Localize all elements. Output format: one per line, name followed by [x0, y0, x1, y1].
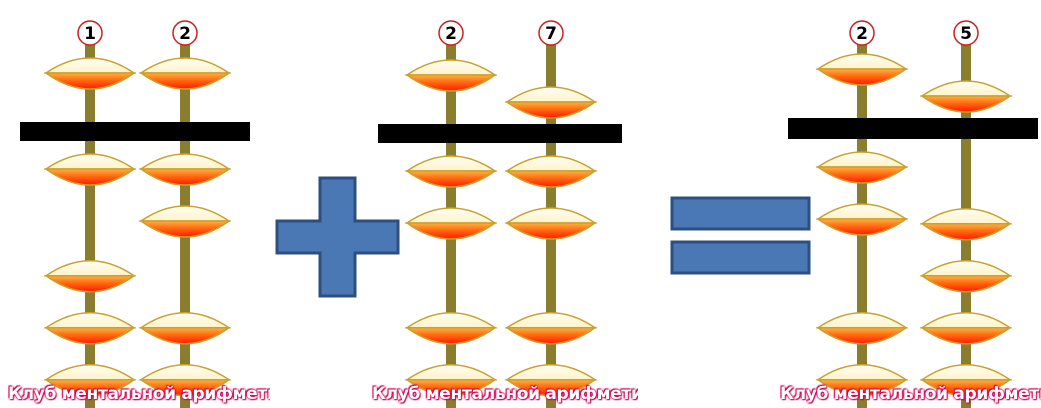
lower-bead	[919, 208, 1013, 241]
abacus-beam	[20, 122, 250, 141]
caption-left: Клуб ментальной арифметики	[8, 384, 270, 404]
rod-value-badge: 2	[172, 20, 198, 46]
lower-bead	[815, 151, 909, 184]
rod-value-label: 2	[856, 24, 868, 44]
lower-bead	[404, 364, 498, 397]
lower-bead	[504, 207, 598, 240]
lower-bead	[504, 155, 598, 188]
upper-bead	[43, 57, 137, 90]
upper-bead	[504, 86, 598, 119]
rod-2: 5	[919, 20, 1013, 408]
rod-2: 2	[138, 20, 232, 408]
rod-value-badge: 2	[849, 20, 875, 46]
caption-middle: Клуб ментальной арифметики	[372, 384, 638, 404]
lower-bead	[138, 205, 232, 238]
lower-bead	[138, 364, 232, 397]
equals-sign	[670, 196, 811, 275]
equals-bar-bottom	[670, 240, 811, 275]
lower-bead	[404, 312, 498, 345]
upper-bead	[919, 80, 1013, 113]
rod-value-badge: 5	[953, 20, 979, 46]
lower-bead	[43, 364, 137, 397]
lower-bead	[138, 153, 232, 186]
lower-bead	[404, 155, 498, 188]
rod-value-label: 5	[960, 24, 972, 44]
rod-value-badge: 7	[538, 20, 564, 46]
rod-1: 2	[815, 20, 909, 408]
lower-bead	[504, 364, 598, 397]
lower-bead	[815, 364, 909, 397]
rod-2: 7	[504, 20, 598, 408]
lower-bead	[504, 312, 598, 345]
lower-bead	[43, 312, 137, 345]
rod-value-label: 7	[545, 24, 557, 44]
equals-bar-top	[670, 196, 811, 231]
lower-bead	[919, 312, 1013, 345]
caption-right: Клуб ментальной арифметики	[780, 384, 1041, 404]
rod-value-label: 2	[445, 24, 457, 44]
abacus-beam	[788, 118, 1038, 139]
lower-bead	[815, 203, 909, 236]
upper-bead	[138, 57, 232, 90]
rod-value-badge: 2	[438, 20, 464, 46]
rod-1: 2	[404, 20, 498, 408]
lower-bead	[919, 260, 1013, 293]
rod-value-badge: 1	[77, 20, 103, 46]
lower-bead	[815, 312, 909, 345]
plus-sign	[275, 176, 400, 298]
lower-bead	[404, 207, 498, 240]
rod-value-label: 1	[84, 24, 96, 44]
abacus-beam	[378, 124, 622, 143]
lower-bead	[138, 312, 232, 345]
rod-stick	[85, 36, 95, 408]
lower-bead	[43, 260, 137, 293]
lower-bead	[43, 153, 137, 186]
upper-bead	[815, 53, 909, 86]
lower-bead	[919, 364, 1013, 397]
rod-1: 1	[43, 20, 137, 408]
upper-bead	[404, 59, 498, 92]
rod-value-label: 2	[179, 24, 191, 44]
